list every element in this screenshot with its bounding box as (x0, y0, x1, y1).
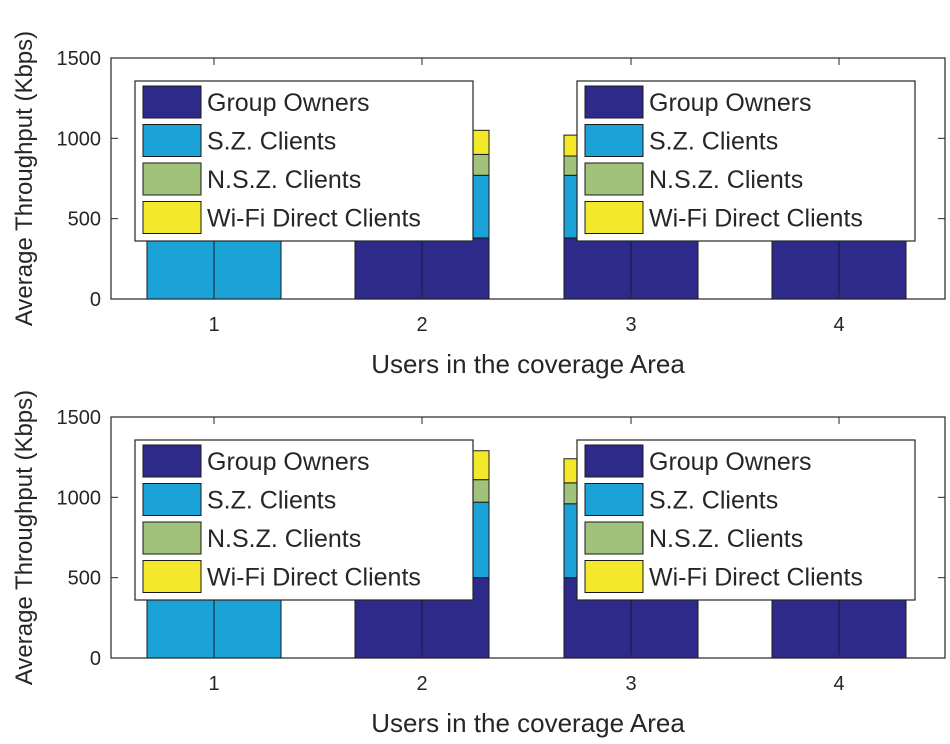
bar-group-owners-cat2-part1 (354, 237, 423, 300)
legend-label: Wi-Fi Direct Clients (649, 564, 863, 592)
legend-label: S.Z. Clients (207, 487, 336, 515)
legend-label: Group Owners (649, 448, 812, 476)
legend-label: Wi-Fi Direct Clients (207, 205, 421, 233)
legend-swatch-group-owners (142, 85, 202, 119)
legend-swatch-group-owners (584, 444, 644, 478)
bar-group-owners-cat3-part1 (563, 237, 632, 300)
legend-swatch-s-z-clients (584, 483, 644, 516)
legend-swatch-wi-fi-direct-clients (584, 201, 644, 234)
legend-swatch-s-z-clients (584, 124, 644, 157)
legend-swatch-group-owners (584, 85, 644, 119)
legend-label: Group Owners (207, 89, 370, 117)
legend-swatch-wi-fi-direct-clients (584, 560, 644, 593)
legend-label: Wi-Fi Direct Clients (649, 205, 863, 233)
legend-swatch-n-s-z-clients (142, 162, 202, 196)
y-tick-label: 0 (90, 648, 101, 670)
legend-swatch-group-owners (142, 444, 202, 478)
legend-label: S.Z. Clients (649, 487, 778, 515)
legend-label: Wi-Fi Direct Clients (207, 564, 421, 592)
legend-swatch-wi-fi-direct-clients (142, 201, 202, 234)
legend-label: N.S.Z. Clients (649, 525, 803, 553)
legend-swatch-n-s-z-clients (142, 521, 202, 555)
y-axis-label: Average Throughput (Kbps) (11, 390, 38, 685)
legend-label: N.S.Z. Clients (207, 525, 361, 553)
x-tick-label: 1 (208, 314, 219, 336)
x-axis-label: Users in the coverage Area (371, 708, 685, 738)
legend-swatch-wi-fi-direct-clients (142, 560, 202, 593)
y-tick-label: 1000 (57, 128, 102, 150)
bar-group-owners-cat3-part2 (630, 237, 699, 300)
y-axis-label: Average Throughput (Kbps) (11, 31, 38, 326)
y-tick-label: 1500 (57, 48, 102, 70)
x-tick-label: 1 (208, 673, 219, 695)
x-tick-label: 3 (625, 314, 636, 336)
y-tick-label: 0 (90, 289, 101, 311)
legend-swatch-n-s-z-clients (584, 521, 644, 555)
x-tick-label: 4 (833, 673, 844, 695)
legend-label: Group Owners (649, 89, 812, 117)
y-tick-label: 1000 (57, 487, 102, 509)
legend-swatch-s-z-clients (142, 124, 202, 157)
x-axis-label: Users in the coverage Area (371, 349, 685, 379)
x-tick-label: 2 (416, 314, 427, 336)
x-tick-label: 2 (416, 673, 427, 695)
legend-swatch-n-s-z-clients (584, 162, 644, 196)
legend-label: N.S.Z. Clients (649, 166, 803, 194)
y-tick-label: 500 (68, 209, 101, 231)
legend-label: S.Z. Clients (207, 128, 336, 156)
y-tick-label: 500 (68, 568, 101, 590)
legend-label: S.Z. Clients (649, 128, 778, 156)
x-tick-label: 4 (833, 314, 844, 336)
x-tick-label: 3 (625, 673, 636, 695)
y-tick-label: 1500 (57, 407, 102, 429)
legend-label: N.S.Z. Clients (207, 166, 361, 194)
bar-group-owners-cat2-part2 (421, 237, 490, 300)
legend-label: Group Owners (207, 448, 370, 476)
legend-swatch-s-z-clients (142, 483, 202, 516)
